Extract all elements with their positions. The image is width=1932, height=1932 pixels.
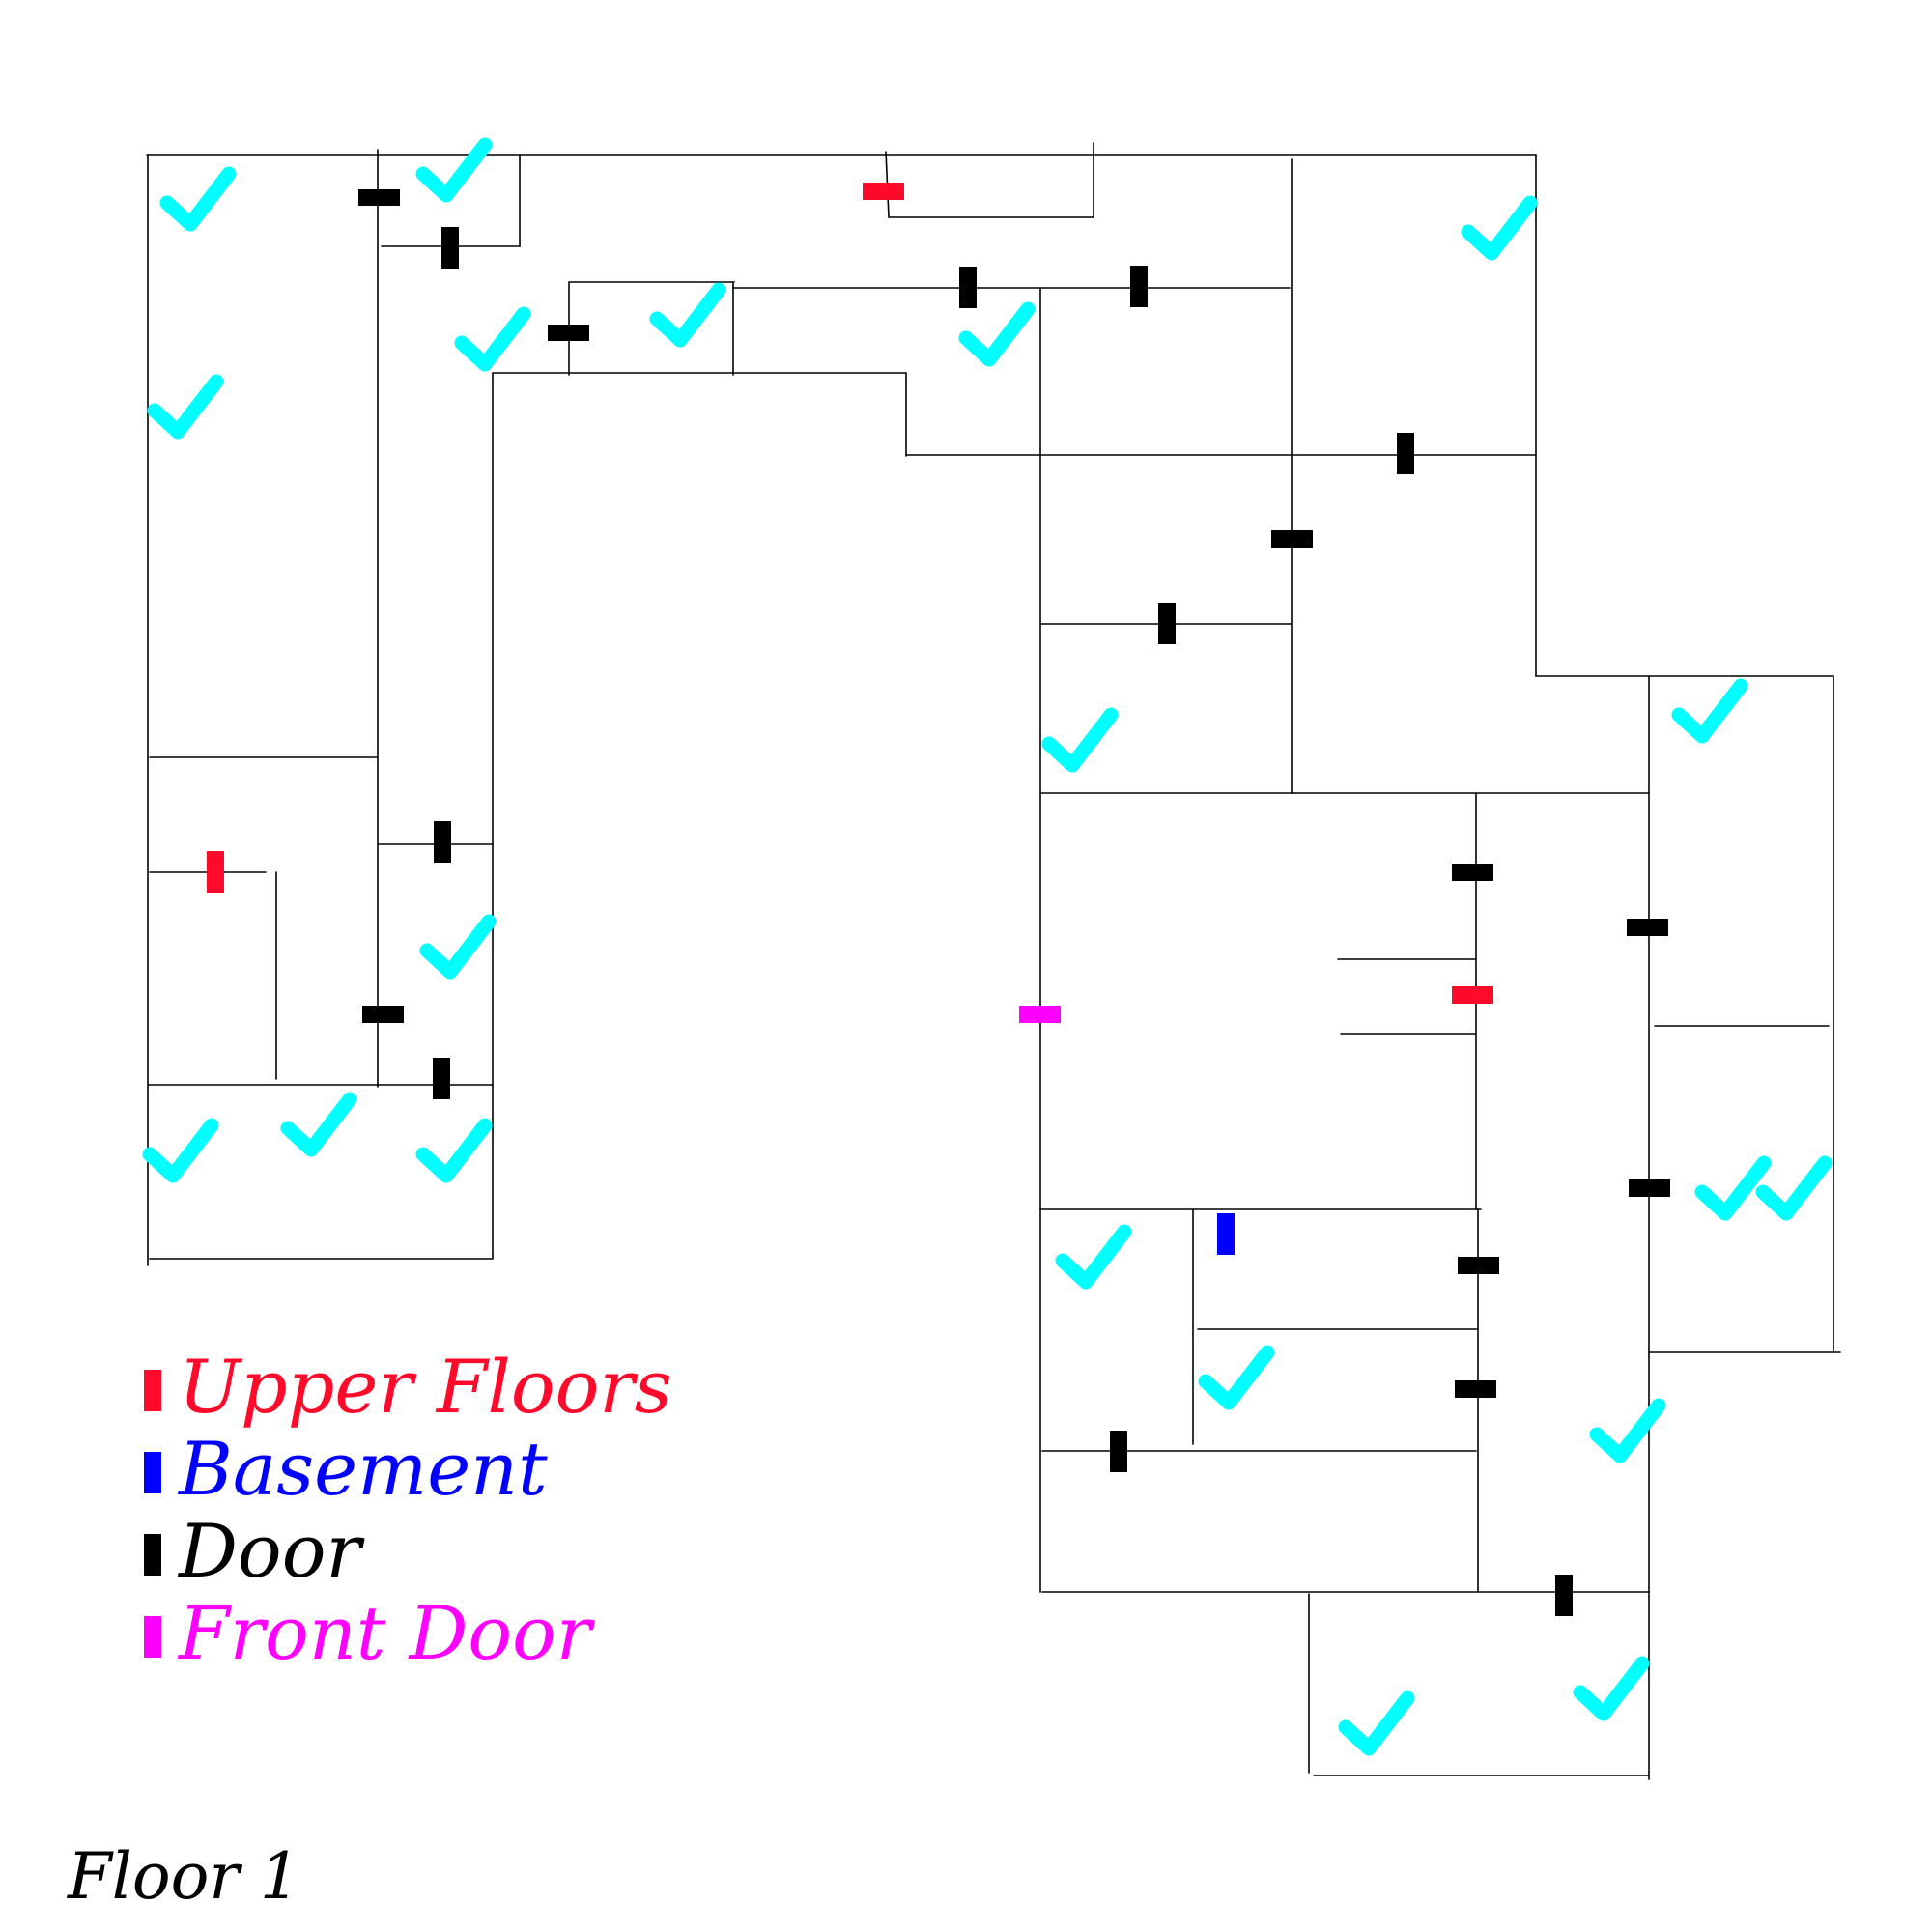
check-icon: [1671, 678, 1748, 744]
door-marker: [959, 267, 977, 308]
door-marker: [433, 1058, 450, 1099]
check-marks: [142, 137, 1833, 1756]
door-marker: [1555, 1575, 1573, 1616]
floor-label: Floor 1: [67, 1839, 300, 1914]
check-icon: [1573, 1656, 1650, 1721]
door-marker: [1452, 864, 1493, 881]
legend-swatch-front-door: [144, 1616, 161, 1658]
door-marker: [1458, 1257, 1499, 1274]
check-icon: [1041, 707, 1119, 773]
legend-label-basement: Basement: [177, 1426, 548, 1512]
door-marker: [548, 325, 589, 341]
check-icon: [1055, 1224, 1132, 1290]
stairs-up-marker: [863, 183, 904, 200]
door-marker: [434, 821, 451, 863]
legend: Upper Floors Basement Door Front Door: [144, 1344, 672, 1676]
check-icon: [1694, 1155, 1772, 1221]
door-marker: [1455, 1380, 1496, 1398]
legend-label-front-door: Front Door: [177, 1590, 596, 1676]
check-icon: [419, 914, 497, 980]
check-icon: [1338, 1690, 1415, 1756]
check-icon: [1461, 195, 1538, 261]
legend-label-door: Door: [177, 1508, 365, 1594]
doors: [358, 189, 1670, 1616]
legend-swatch-upper-floors: [144, 1370, 161, 1411]
check-icon: [415, 137, 493, 203]
legend-label-upper-floors: Upper Floors: [179, 1344, 672, 1430]
door-marker: [1629, 1179, 1670, 1197]
door-marker: [362, 1006, 404, 1023]
check-icon: [415, 1118, 493, 1183]
check-icon: [142, 1118, 219, 1183]
door-marker: [358, 189, 400, 206]
legend-swatch-basement: [144, 1452, 161, 1493]
check-icon: [147, 374, 224, 440]
stairs-up-marker: [207, 851, 224, 893]
door-marker: [1397, 433, 1414, 474]
walls: [146, 142, 1841, 1780]
check-icon: [159, 166, 237, 232]
door-marker: [1627, 919, 1668, 936]
check-icon: [1755, 1155, 1833, 1221]
door-marker: [1110, 1431, 1127, 1472]
check-icon: [649, 282, 726, 348]
check-icon: [1198, 1345, 1275, 1410]
check-icon: [280, 1092, 357, 1157]
check-icon: [958, 301, 1036, 367]
door-marker: [1130, 266, 1148, 307]
stairs-up-marker: [1452, 986, 1493, 1004]
legend-swatch-door: [144, 1534, 161, 1576]
front-door-marker: [1019, 1006, 1061, 1023]
stairs-down-marker: [1217, 1213, 1235, 1255]
door-marker: [441, 227, 459, 269]
door-marker: [1271, 530, 1313, 548]
door-marker: [1158, 603, 1176, 644]
check-icon: [1589, 1398, 1666, 1463]
check-icon: [454, 306, 531, 372]
